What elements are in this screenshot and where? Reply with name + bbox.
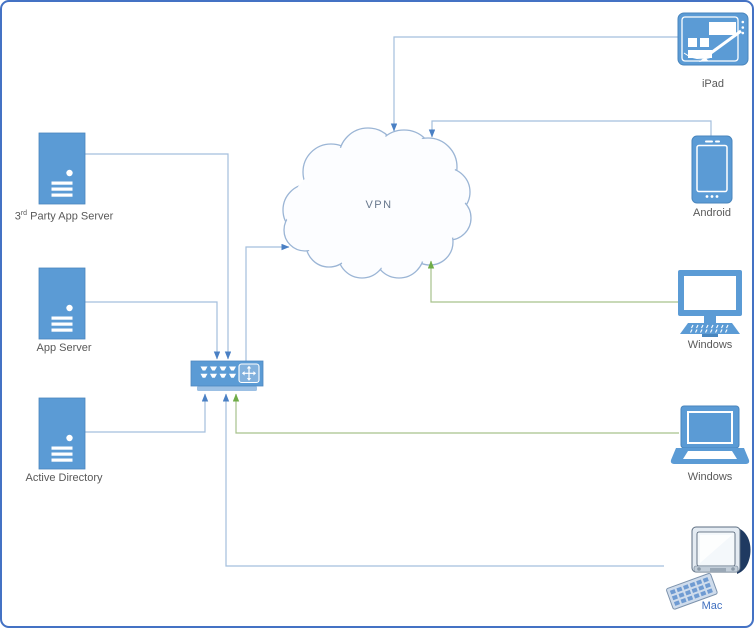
server-icon[interactable]	[38, 397, 86, 470]
label-android: Android	[693, 207, 731, 219]
connector-ipad-to-cloud[interactable]	[390, 36, 678, 132]
label-vpn-cloud: VPN	[365, 199, 393, 211]
mac-computer-icon[interactable]	[666, 526, 751, 610]
laptop-icon[interactable]	[670, 405, 750, 464]
label-mac: Mac	[701, 600, 723, 612]
vpn-cloud-shape[interactable]	[282, 127, 472, 279]
server-icon[interactable]	[38, 132, 86, 205]
tablet-icon[interactable]	[677, 12, 749, 66]
label-app-server: App Server	[36, 342, 92, 354]
label-active-directory: Active Directory	[25, 472, 103, 484]
connector-windows-laptop-to-switch[interactable]	[232, 393, 679, 434]
connector-android-to-cloud[interactable]	[428, 120, 712, 138]
connector-active-directory-to-switch[interactable]	[85, 393, 209, 433]
server-icon[interactable]	[38, 267, 86, 340]
connector-app-server-to-switch[interactable]	[85, 301, 221, 360]
desktop-computer-icon[interactable]	[678, 270, 742, 337]
connector-windows-desktop-to-cloud[interactable]	[427, 260, 681, 303]
label-windows-desktop: Windows	[687, 339, 733, 351]
label-ipad: iPad	[701, 78, 725, 90]
connector-switch-to-cloud[interactable]	[245, 243, 290, 361]
smartphone-icon[interactable]	[691, 135, 733, 204]
switch-icon[interactable]	[190, 360, 264, 391]
label-windows-laptop: Windows	[687, 471, 733, 483]
connector-third-party-to-switch[interactable]	[85, 153, 232, 360]
label-third-party-app-server: 3rd Party App Server	[14, 210, 114, 223]
connector-mac-to-switch[interactable]	[222, 393, 664, 567]
